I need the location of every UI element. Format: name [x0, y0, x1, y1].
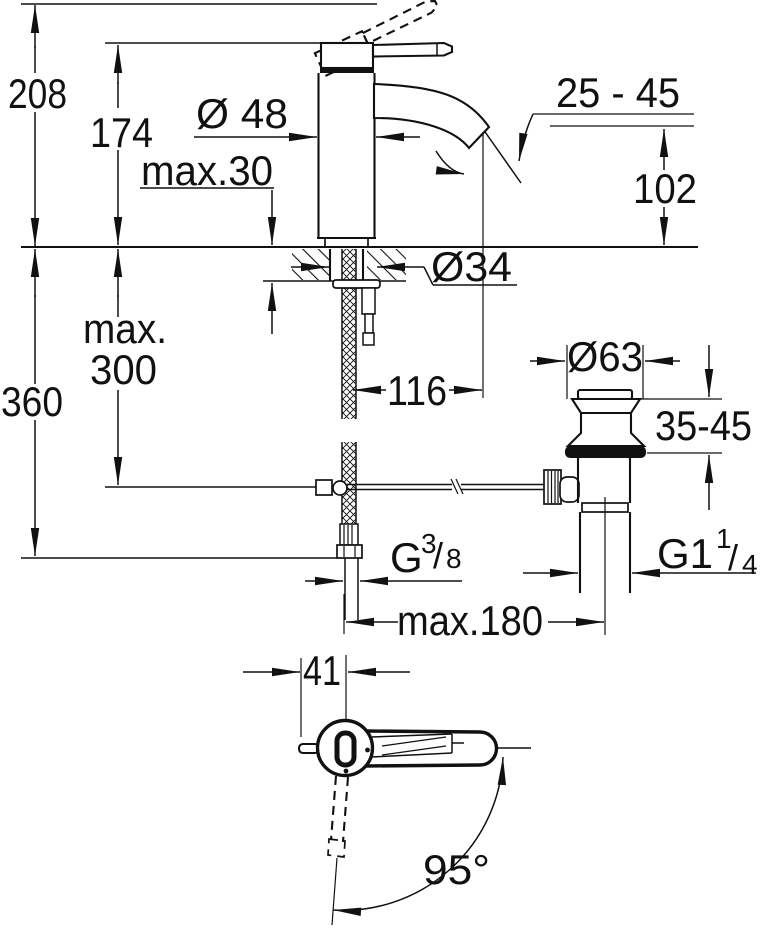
supply-hose-lower	[342, 442, 356, 524]
swivel-angle-arc	[332, 756, 507, 916]
hose-nut	[336, 544, 363, 559]
dim-supply-thread: G 3 / 8	[390, 528, 462, 581]
dim-swivel-angle: 95°	[423, 846, 490, 893]
dim-total-height: 208	[8, 70, 67, 117]
handle-socket	[334, 730, 357, 768]
rod-link	[559, 476, 580, 503]
supply-hose-upper	[342, 249, 356, 419]
fixing-stud	[361, 287, 376, 315]
dim-hole-diameter: Ø34	[431, 243, 512, 290]
pop-up-rod	[315, 469, 580, 505]
reference-lines	[21, 3, 698, 559]
dim-waste-distance: max.180	[397, 597, 543, 644]
waste-seal-ring	[565, 446, 646, 458]
handle-cap	[319, 41, 375, 70]
cap-ring	[320, 67, 374, 73]
dim-basin-thickness: 35-45	[655, 402, 752, 449]
dim-handle-offset: 41	[303, 647, 341, 694]
dim-waste-thread: G1 1 / 4	[657, 523, 758, 580]
hose-thread	[339, 523, 359, 546]
dim-hose-length: 360	[1, 378, 63, 425]
rod-clevis	[315, 479, 333, 496]
mounting-washer	[332, 279, 381, 289]
dim-deck-thickness: max.30	[141, 147, 273, 194]
dim-rod-depth-word: max.	[83, 305, 167, 352]
handle-lever	[371, 41, 454, 58]
dim-rod-depth-value: 300	[90, 346, 157, 393]
dim-spout-projection: 116	[387, 367, 447, 414]
rod-ball-joint	[332, 480, 348, 496]
waste-plug	[576, 388, 634, 401]
pop-up-waste	[565, 388, 647, 635]
under-counter-parts	[328, 249, 381, 620]
dim-stream-angle: 25 - 45	[556, 69, 680, 116]
faucet-top-view: 41 95°	[243, 647, 531, 926]
dim-spout-height: 102	[633, 165, 697, 212]
spout	[372, 82, 491, 150]
dim-body-height: 174	[90, 109, 153, 156]
dimensions: 208 174 Ø 48 max.30 25 - 45 102 Ø34	[1, 5, 758, 644]
dim-body-diameter: Ø 48	[196, 90, 288, 137]
dim-waste-flange-diameter: Ø63	[567, 333, 643, 380]
faucet-side-view	[313, 0, 491, 247]
